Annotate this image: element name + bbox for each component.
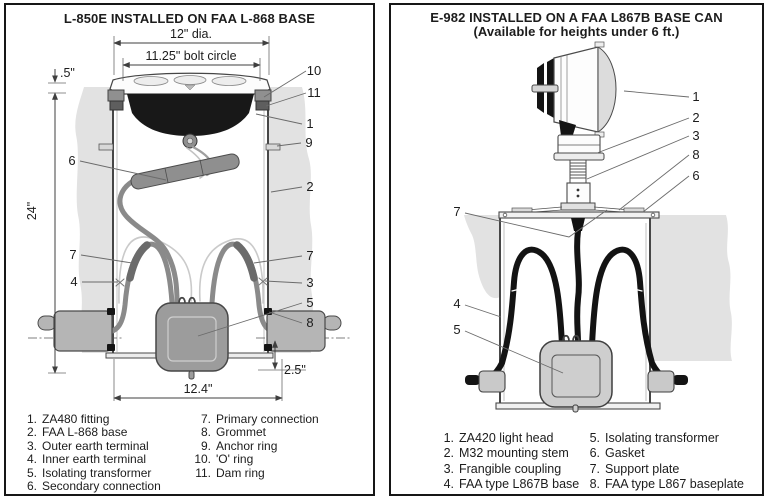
legend-item: 3.Outer earth terminal	[26, 438, 149, 453]
legend-item: 8.FAA type L867 baseplate	[589, 477, 744, 492]
heatsink-fins	[537, 58, 554, 118]
callout-4: 4	[453, 296, 460, 311]
panel-e982: E-982 INSTALLED ON A FAA L867B BASE CAN …	[389, 3, 764, 496]
callout-9: 9	[305, 135, 312, 150]
primary-sleeve-left	[126, 241, 151, 282]
callout-10: 10	[307, 63, 321, 78]
dim-bolt-circle: 11.25" bolt circle	[145, 49, 236, 63]
legend-item: 7.Primary connection	[200, 412, 319, 426]
isolating-transformer	[155, 296, 229, 380]
dimension-lines	[48, 36, 306, 401]
center-cable	[574, 228, 582, 346]
callout-numbers: 1 2 3 8 6 7 4 5	[453, 89, 699, 337]
callout-7-left: 7	[69, 247, 76, 262]
conduit-stub-left	[37, 315, 57, 331]
callout-1: 1	[692, 89, 699, 104]
earth-terminal-outer	[258, 277, 268, 286]
primary-sleeve-right	[233, 241, 258, 282]
secondary-connector	[130, 153, 240, 190]
mount-bracket	[559, 120, 576, 138]
lamp-body	[553, 46, 599, 133]
pavement-concrete	[464, 215, 732, 361]
callout-6: 6	[68, 153, 75, 168]
conduit-stub-left	[465, 375, 480, 385]
legend-item: 1.ZA420 light head	[443, 431, 554, 445]
callout-numbers: 6 7 4 10 11 1 9 2 7 3 5 8	[68, 63, 321, 330]
right-panel-title: E-982 INSTALLED ON A FAA L867B BASE CAN	[430, 10, 723, 25]
dimension-labels: 12" dia. 11.25" bolt circle .5" 24" 2.5"…	[25, 27, 306, 396]
earth-terminal-inner	[115, 278, 125, 287]
right-cable	[589, 246, 667, 380]
legend-item: 4.FAA type L867B base	[443, 477, 580, 492]
l850e-fixture	[107, 72, 272, 149]
dim-diameter: 12" dia.	[170, 27, 212, 41]
frangible-coupling	[566, 182, 591, 204]
legend-item: 11.Dam ring	[195, 465, 265, 480]
legend-item: 7.Support plate	[589, 461, 680, 476]
left-panel-title: L-850E INSTALLED ON FAA L-868 BASE	[63, 11, 316, 26]
left-cable	[487, 246, 565, 380]
adjust-handle	[531, 84, 559, 93]
l850e-diagram: 12" dia. 11.25" bolt circle .5" 24" 2.5"…	[25, 27, 352, 401]
legend-item: 9.Anchor ring	[200, 438, 278, 453]
legend-item: 5.Isolating transformer	[26, 465, 152, 480]
callout-7: 7	[453, 204, 460, 219]
callout-6: 6	[692, 168, 699, 183]
legend-item: 5.Isolating transformer	[589, 431, 719, 445]
e982-diagram: 1 2 3 8 6 7 4 5	[453, 41, 732, 413]
dim-lip: .5"	[60, 66, 75, 80]
support-plate	[498, 211, 660, 219]
callout-5: 5	[306, 295, 313, 310]
panel-l850e: L-850E INSTALLED ON FAA L-868 BASE	[4, 3, 375, 496]
conduit-left	[478, 370, 506, 393]
conduit-stub-right	[673, 375, 688, 385]
legend-item: 3.Frangible coupling	[443, 461, 562, 476]
right-panel-subtitle: (Available for heights under 6 ft.)	[473, 24, 680, 39]
isolating-transformer	[539, 334, 613, 413]
flange-clamps	[107, 89, 272, 111]
callout-1: 1	[306, 116, 313, 131]
conduit-right	[647, 370, 675, 393]
callout-8: 8	[306, 315, 313, 330]
conduit-left	[53, 310, 113, 352]
cables	[487, 228, 667, 380]
za420-light-head	[531, 41, 617, 161]
callout-11: 11	[307, 85, 321, 100]
legend-item: 1.ZA480 fitting	[26, 412, 110, 426]
callout-7-right: 7	[306, 248, 313, 263]
legend-item: 2.FAA L-868 base	[26, 425, 128, 440]
callout-leaders	[79, 70, 307, 337]
dim-conduit-depth: 2.5"	[284, 363, 306, 377]
callout-3: 3	[306, 275, 313, 290]
callout-4: 4	[70, 274, 77, 289]
conduit-stub-right	[322, 315, 342, 331]
legend-item: 10.'O' ring	[194, 452, 254, 467]
legend-item: 4.Inner earth terminal	[26, 452, 147, 467]
callout-2: 2	[306, 179, 313, 194]
callout-5: 5	[453, 322, 460, 337]
callout-2: 2	[692, 110, 699, 125]
pavement-concrete	[75, 87, 313, 353]
fixture-underside	[127, 94, 254, 136]
lens-dome	[597, 46, 617, 133]
dim-base-width: 12.4"	[184, 382, 213, 396]
callout-3: 3	[692, 128, 699, 143]
legend-item: 6.Gasket	[589, 446, 645, 461]
left-legend: 1.ZA480 fitting 2.FAA L-868 base 3.Outer…	[6, 412, 373, 494]
conduit-right	[266, 310, 326, 352]
collar	[560, 202, 596, 211]
anchor-ring-right	[265, 143, 281, 151]
legend-item: 8.Grommet	[200, 425, 267, 440]
mounting-assembly	[498, 159, 660, 231]
legend-item: 6.Secondary connection	[26, 479, 161, 494]
callout-leaders	[464, 90, 690, 374]
secondary-cable	[117, 176, 180, 306]
anchor-ring-left	[98, 143, 114, 151]
dim-depth: 24"	[25, 202, 39, 220]
legend-item: 2.M32 mounting stem	[443, 446, 569, 461]
right-legend: 1.ZA420 light head 2.M32 mounting stem 3…	[391, 431, 762, 495]
callout-8: 8	[692, 147, 699, 162]
